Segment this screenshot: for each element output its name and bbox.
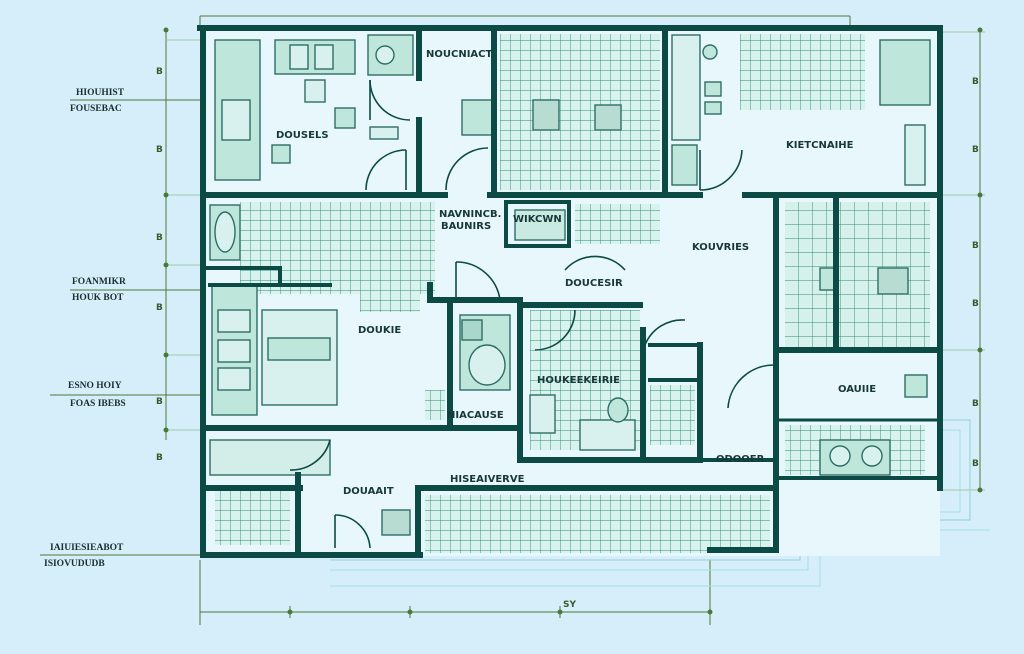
left-dim-mark: B: [156, 303, 163, 313]
side-label-1-line1: HIOUHIST: [76, 88, 125, 98]
fixtures: [209, 34, 931, 536]
room-label-3: KIETCNAIHE: [786, 140, 854, 151]
room-label-10: OAUIIE: [838, 384, 876, 395]
room-label-6: KOUVRIES: [692, 242, 749, 253]
dimension-ticks: [163, 27, 983, 615]
side-label-2-line2: HOUK BOT: [72, 293, 124, 303]
side-label-4-line2: ISIOVUDUDB: [44, 559, 105, 569]
right-dim-mark: B: [972, 299, 979, 309]
room-label-5: WIKCWN: [513, 214, 562, 225]
side-label-3-line1: ESNO HOIY: [68, 381, 122, 391]
left-dim-mark: B: [156, 397, 163, 407]
walls: [197, 25, 943, 558]
right-dim-mark: B: [972, 145, 979, 155]
right-dim-mark: B: [972, 399, 979, 409]
left-dim-mark: B: [156, 233, 163, 243]
side-label-3-line2: FOAS IBEBS: [70, 399, 126, 409]
right-dim-mark: B: [972, 241, 979, 251]
room-label-12: ODOOER: [716, 454, 765, 465]
right-dim-mark: B: [972, 77, 979, 87]
room-label-9: HOUKEEKEIRIE: [537, 375, 620, 386]
side-label-1-line2: FOUSEBAC: [70, 104, 122, 114]
left-dim-mark: B: [156, 453, 163, 463]
bottom-dim-label: SY: [563, 600, 576, 610]
left-dim-mark: B: [156, 67, 163, 77]
room-label-11: NIACAUSE: [447, 410, 504, 421]
side-label-4-line1: IAIUIESIEABOT: [50, 543, 124, 553]
room-label-1: NOUCNIACT: [426, 49, 492, 60]
door-swings: [289, 79, 775, 549]
room-label-7: DOUCESIR: [565, 278, 623, 289]
room-label-14: HISEAIVERVE: [450, 474, 525, 485]
room-label-2: DOUSELS: [276, 130, 329, 141]
right-dim-mark: B: [972, 459, 979, 469]
room-label-8: DOUKIE: [358, 325, 401, 336]
room-label-13: DOUAAIT: [343, 486, 394, 497]
room-label-4b: BAUNIRS: [441, 221, 491, 232]
room-label-4a: NAVNINCB.: [439, 209, 501, 220]
left-dim-mark: B: [156, 145, 163, 155]
side-label-2-line1: FOANMIKR: [72, 277, 126, 287]
